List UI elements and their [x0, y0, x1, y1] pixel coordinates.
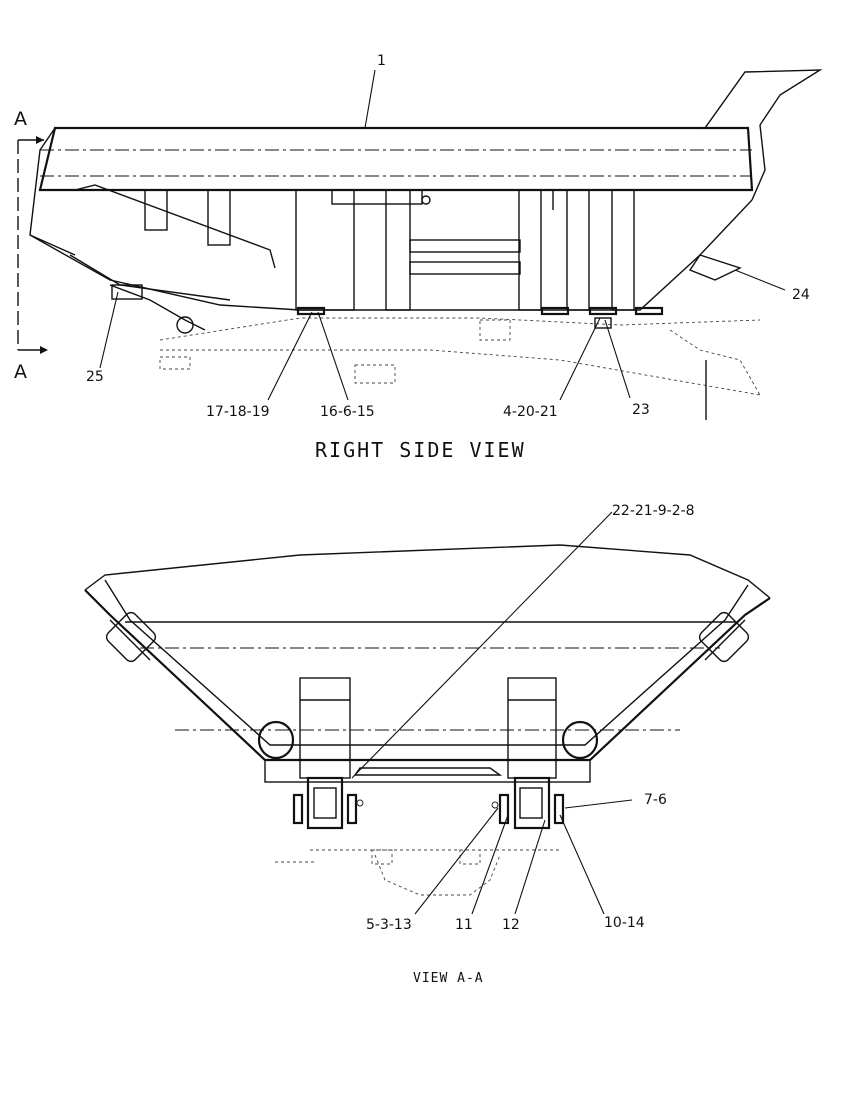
- view-a-a-title: VIEW A-A: [413, 971, 484, 986]
- canopy: [703, 69, 823, 201]
- pivot-arm: [109, 284, 206, 331]
- section-arrowhead-bottom: [40, 346, 48, 354]
- chassis-rear: [669, 329, 761, 396]
- front-panel-slope: [74, 184, 276, 269]
- leader-17: [267, 311, 313, 401]
- right-rail-cap: [698, 611, 750, 663]
- callout-12: 12: [502, 917, 520, 933]
- right-bolt: [491, 801, 499, 809]
- pivot-bracket: [111, 284, 143, 300]
- leader-4: [559, 317, 601, 401]
- rib-7: [611, 189, 635, 311]
- leader-23: [604, 319, 631, 399]
- callout-10-14: 10-14: [604, 915, 645, 931]
- leader-10-14: [559, 814, 605, 915]
- cross-member-2: [409, 261, 521, 275]
- chassis-box-1: [159, 356, 191, 370]
- left-hinge: [306, 776, 344, 830]
- callout-25: 25: [86, 369, 104, 385]
- callout-24: 24: [792, 287, 810, 303]
- leader-1: [364, 69, 376, 129]
- chassis-a-box: [371, 849, 393, 865]
- callout-7-6: 7-6: [644, 792, 667, 808]
- leader-5-3-13: [414, 807, 499, 915]
- leader-7-6: [564, 799, 633, 809]
- rib-2: [207, 189, 231, 246]
- body-outline: [84, 589, 771, 762]
- pad-4: [634, 306, 664, 316]
- body-underside: [29, 199, 753, 311]
- left-washer: [292, 793, 304, 825]
- section-mark-bottom: A: [14, 361, 27, 383]
- chassis-box-3: [479, 319, 511, 341]
- callout-22-21-9-2-8: 22-21-9-2-8: [612, 503, 695, 519]
- left-bracket: [299, 677, 351, 779]
- body-top-rail: [38, 126, 754, 192]
- right-side-view-title: RIGHT SIDE VIEW: [315, 438, 526, 462]
- side-view-leaders: [99, 69, 786, 401]
- rib-1: [144, 189, 168, 231]
- cross-member: [409, 239, 521, 253]
- left-hinge-inner: [313, 787, 337, 819]
- body-top-curve: [84, 544, 771, 599]
- leader-11: [471, 814, 509, 915]
- chassis-phantom: [160, 349, 761, 396]
- chassis-a-2: [374, 854, 501, 896]
- right-washer-2: [553, 793, 565, 825]
- section-mark-top: A: [14, 108, 27, 130]
- section-arrowhead-top: [36, 136, 44, 144]
- side-rail-left: [109, 619, 151, 661]
- right-hinge: [513, 776, 551, 830]
- rear-support: [688, 254, 742, 281]
- pivot-pin: [176, 316, 194, 334]
- left-rail-cap: [105, 611, 157, 663]
- right-washer: [498, 793, 510, 825]
- body-inner: [104, 579, 749, 746]
- callout-23: 23: [632, 402, 650, 418]
- pad-2: [540, 306, 570, 316]
- rib-3: [295, 189, 355, 311]
- leader-12: [514, 819, 546, 915]
- chassis-phantom-2: [159, 317, 761, 341]
- bracket: [331, 189, 423, 205]
- front-lower: [69, 254, 231, 301]
- rib-4: [385, 189, 411, 311]
- bracket-pin: [421, 195, 431, 205]
- left-pad: [257, 720, 295, 760]
- right-side-view-drawing: [17, 69, 823, 420]
- rib-5: [518, 189, 542, 311]
- callout-17-18-19: 17-18-19: [206, 404, 270, 420]
- callout-5-3-13: 5-3-13: [366, 917, 412, 933]
- base-bar-groove: [353, 767, 503, 776]
- right-pad: [561, 720, 599, 760]
- leader-24: [734, 269, 786, 291]
- leader-22: [351, 511, 613, 779]
- left-bolt: [356, 799, 364, 807]
- leader-16: [317, 311, 349, 401]
- pad-3: [588, 306, 618, 316]
- front-wall: [29, 127, 76, 256]
- rib-6: [566, 189, 590, 311]
- side-rail-right: [704, 619, 746, 661]
- leader-25: [99, 291, 119, 369]
- view-a-a-drawing: [84, 544, 771, 896]
- callout-4-20-21: 4-20-21: [503, 404, 558, 420]
- section-view-leaders: [351, 511, 633, 915]
- left-washer-2: [346, 793, 358, 825]
- block-23: [594, 317, 612, 329]
- right-hinge-inner: [519, 787, 543, 819]
- chassis-box-2: [354, 364, 396, 384]
- callout-1: 1: [377, 53, 386, 69]
- callout-11: 11: [455, 917, 473, 933]
- right-bracket: [507, 677, 557, 779]
- callout-16-6-15: 16-6-15: [320, 404, 375, 420]
